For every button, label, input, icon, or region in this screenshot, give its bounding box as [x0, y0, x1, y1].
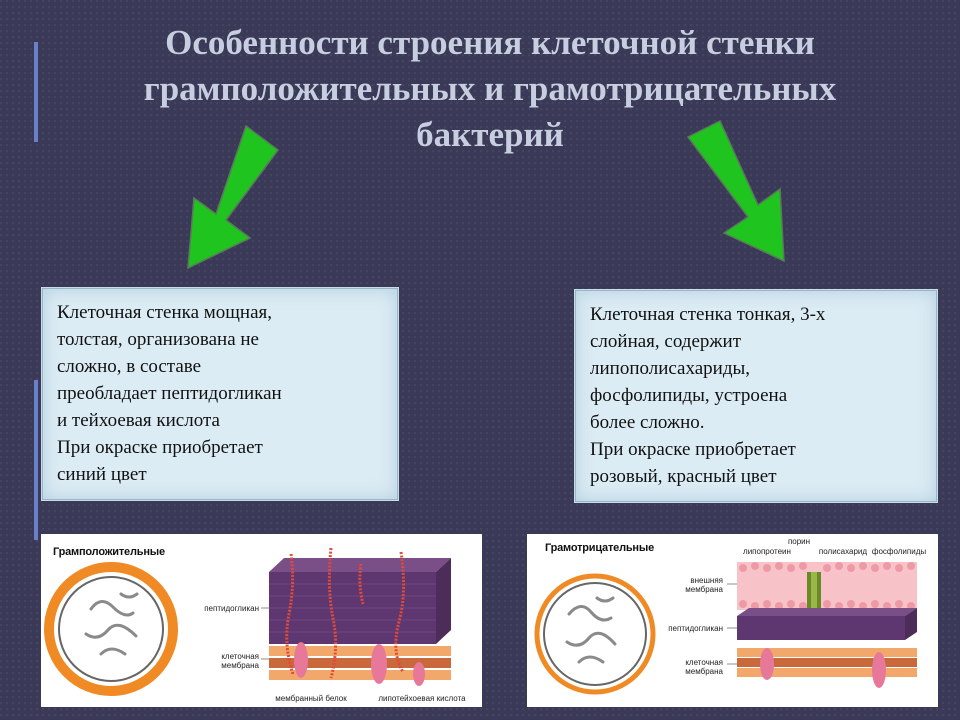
- green-arrow-left-icon: [187, 124, 280, 270]
- left-box-line-2: толстая, организована не: [57, 329, 259, 350]
- gram-positive-heading: Грамположительные: [53, 546, 165, 558]
- gram-positive-description: Клеточная стенка мощная, толстая, органи…: [42, 288, 398, 500]
- gp-membrane-protein-label: мембранный белок: [275, 694, 347, 703]
- gram-negative-diagram: [534, 562, 917, 695]
- gn-porin-label: порин: [787, 537, 811, 546]
- gp-membrane-label-1: клеточная: [221, 652, 259, 661]
- gn-peptidoglycan-label: пептидогликан: [668, 624, 723, 633]
- gram-negative-heading: Грамотрицательные: [545, 542, 654, 554]
- green-arrow-right-icon: [686, 119, 785, 263]
- gram-negative-figure: Грамотрицательные: [527, 534, 938, 707]
- right-box-line-4: фосфолипиды, устроена: [590, 385, 788, 406]
- gn-polysaccharide-label: полисахарид: [818, 547, 868, 556]
- left-box-line-3: сложно, в составе: [57, 356, 202, 377]
- gn-membrane-label-2: мембрана: [685, 667, 723, 676]
- left-box-line-4: преобладает пептидогликан: [57, 383, 282, 404]
- right-box-line-3: липополисахариды,: [590, 358, 751, 379]
- gram-positive-diagram: [44, 547, 451, 696]
- gram-positive-figure: Грамположительные пепти: [41, 534, 482, 707]
- gp-membrane-label: клеточная мембрана: [191, 652, 259, 670]
- gn-membrane-label: клеточная мембрана: [667, 658, 723, 676]
- slide-title: Особенности строения клеточной стенки гр…: [60, 20, 920, 158]
- gn-outer-membrane-label-2: мембрана: [685, 585, 723, 594]
- title-line-1: Особенности строения клеточной стенки: [165, 23, 815, 62]
- gp-lipoteichoic-label: липотейхоевая кислота: [378, 694, 466, 703]
- gp-membrane-label-2: мембрана: [221, 661, 259, 670]
- gn-outer-membrane-label-1: внешняя: [690, 576, 723, 585]
- right-box-line-6: При окраске приобретает: [590, 439, 796, 460]
- bracket-top: [34, 42, 38, 142]
- title-line-2: грамположительных и грамотрицательных: [143, 69, 837, 108]
- right-box-line-1: Клеточная стенка тонкая, 3-х: [590, 304, 826, 325]
- right-box-line-7: розовый, красный цвет: [590, 466, 777, 487]
- gp-peptidoglycan-label: пептидогликан: [204, 604, 259, 613]
- left-box-line-5: и тейхоевая кислота: [57, 410, 220, 431]
- left-box-line-6: При окраске приобретает: [57, 437, 263, 458]
- gn-lipoprotein-label: липопротеин: [743, 547, 791, 556]
- left-box-line-1: Клеточная стенка мощная,: [57, 302, 273, 323]
- bracket-bottom: [34, 380, 38, 540]
- left-box-line-7: синий цвет: [57, 464, 147, 485]
- title-line-3: бактерий: [416, 115, 564, 154]
- gram-negative-description: Клеточная стенка тонкая, 3-х слойная, со…: [575, 290, 937, 502]
- right-box-line-5: более сложно.: [590, 412, 705, 433]
- gn-phospholipids-label: фосфолипиды: [871, 547, 927, 556]
- gn-outer-membrane-label: внешняя мембрана: [667, 576, 723, 594]
- right-box-line-2: слойная, содержит: [590, 331, 742, 352]
- gn-membrane-label-1: клеточная: [685, 658, 723, 667]
